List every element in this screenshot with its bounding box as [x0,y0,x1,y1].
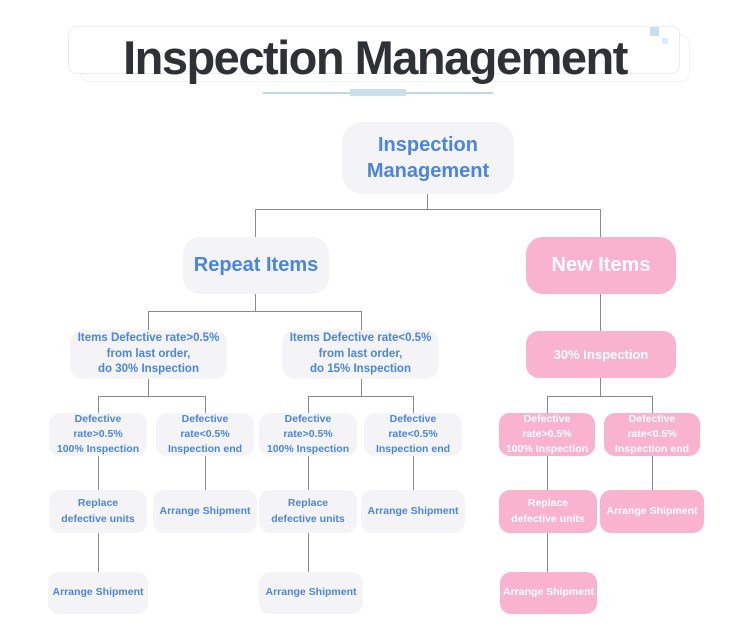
connector-line [307,533,309,572]
connector-line [147,310,149,331]
blue-square-small-icon [662,38,668,44]
connector-line [97,395,206,397]
node-arrange-shipment-branch3: Arrange Shipment [600,490,704,533]
node-arrange-shipment-final1: Arrange Shipment [48,572,148,614]
page-title: Inspection Management [123,31,628,84]
connector-line [147,379,149,396]
connector-line [204,456,206,490]
node-check-low-branch2: Defective rate<0.5% Inspection end [364,413,462,456]
node-check-high-branch2: Defective rate>0.5% 100% Inspection [259,413,357,456]
node-repeat-defective-low: Items Defective rate<0.5% from last orde… [282,330,439,379]
node-replace-units-branch1: Replace defective units [49,490,147,533]
connector-line [546,395,653,397]
node-check-high-branch1: Defective rate>0.5% 100% Inspection [49,413,147,456]
connector-line [97,395,99,414]
connector-line [599,294,601,332]
connector-line [307,395,414,397]
connector-line [307,456,309,490]
title-underline-accent [350,89,406,96]
connector-line [97,456,99,490]
connector-line [599,378,601,396]
connector-line [254,208,256,238]
node-arrange-shipment-final3: Arrange Shipment [500,572,597,614]
connector-line [254,294,256,311]
node-repeat-items: Repeat Items [183,237,329,294]
node-check-low-branch3: Defective rate<0.5% Inspection end [604,413,700,456]
connector-line [254,208,601,210]
connector-line [97,533,99,572]
node-replace-units-branch2: Replace defective units [259,490,357,533]
node-root-inspection-management: Inspection Management [342,122,514,194]
connector-line [546,395,548,414]
node-check-low-branch1: Defective rate<0.5% Inspection end [156,413,254,456]
connector-line [147,310,362,312]
node-new-items: New Items [526,237,676,294]
connector-line [599,208,601,238]
blue-square-large-icon [650,27,659,36]
connector-line [412,456,414,490]
node-arrange-shipment-final2: Arrange Shipment [259,572,363,614]
connector-line [651,395,653,414]
node-new-30-percent-inspection: 30% Inspection [526,331,676,378]
connector-line [426,194,428,209]
node-check-high-branch3: Defective rate>0.5% 100% Inspection [499,413,595,456]
connector-line [204,395,206,414]
node-replace-units-branch3: Replace defective units [499,490,597,533]
connector-line [360,379,362,396]
title-card [68,26,680,74]
connector-line [651,456,653,490]
connector-line [307,395,309,414]
connector-line [360,310,362,331]
connector-line [546,533,548,572]
connector-line [412,395,414,414]
node-arrange-shipment-branch1: Arrange Shipment [153,490,257,533]
connector-line [546,456,548,490]
node-repeat-defective-high: Items Defective rate>0.5% from last orde… [70,330,227,379]
node-arrange-shipment-branch2: Arrange Shipment [361,490,465,533]
